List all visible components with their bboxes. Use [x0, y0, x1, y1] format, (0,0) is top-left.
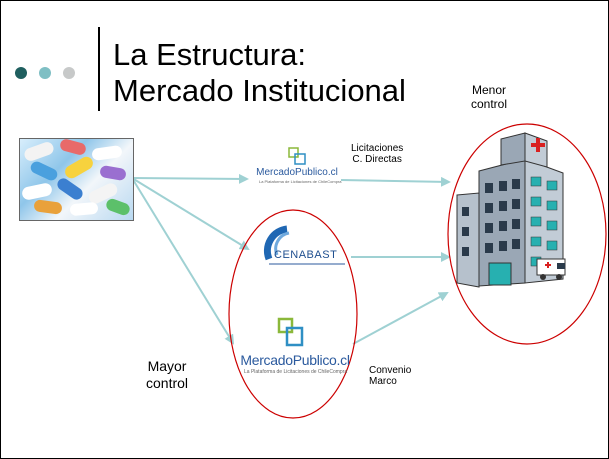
mercado-publico-tagline-top: La Plataforma de Licitaciones de ChileCo…: [259, 179, 342, 184]
title-line-1: La Estructura:: [113, 37, 306, 72]
ellipse-mayor-control: [228, 209, 358, 419]
ellipse-menor-control: [447, 123, 607, 345]
convenio-marco-text: Convenio Marco: [369, 365, 412, 387]
mercado-publico-logo-top: MercadoPublico.cl La Plataforma de Licit…: [251, 146, 343, 186]
cenabast-logo-icon: [263, 225, 345, 265]
mercado-publico-tagline-bottom: La Plataforma de Licitaciones de ChileCo…: [244, 369, 348, 375]
bullet-dot-3: [63, 67, 75, 79]
menor-control-text: Menor control: [471, 83, 508, 111]
page-title: La Estructura: Mercado Institucional: [113, 37, 406, 109]
bullet-dot-1: [15, 67, 27, 79]
bullet-dot-2: [39, 67, 51, 79]
hospital-icon: [456, 132, 566, 288]
menor-control-label: Menor control: [471, 83, 507, 111]
mercado-publico-logo-bottom: MercadoPublico.cl La Plataforma de Licit…: [239, 315, 351, 375]
mercado-publico-logo-icon: [288, 147, 306, 165]
cenabast-name: CENABAST: [274, 249, 338, 261]
cenabast-logo: CENABAST: [257, 223, 347, 273]
licitaciones-label: Licitaciones C. Directas: [351, 143, 403, 165]
mercado-publico-name-top: MercadoPublico.cl: [256, 167, 338, 178]
convenio-marco-label: Convenio Marco: [369, 365, 411, 387]
arrow-pills-to-mercado-top: [131, 173, 249, 184]
arrow-pills-to-cenabast: [131, 177, 250, 251]
arrow-mercado-top-to-hospital: [340, 176, 451, 187]
title-line-2: Mercado Institucional: [113, 73, 406, 108]
ambulance-icon: [536, 258, 566, 280]
licitaciones-text: Licitaciones C. Directas: [351, 143, 404, 165]
mayor-control-label: Mayor control: [146, 358, 188, 392]
arrow-pills-to-mercado-bottom: [131, 177, 235, 345]
mercado-publico-logo-bottom-icon: [277, 317, 304, 347]
pills-photo: [19, 138, 134, 221]
title-divider: [98, 27, 100, 111]
mercado-publico-name-bottom: MercadoPublico.cl: [240, 352, 350, 368]
mayor-control-text: Mayor control: [146, 358, 189, 391]
arrow-mercado-bottom-to-hospital: [352, 292, 449, 345]
